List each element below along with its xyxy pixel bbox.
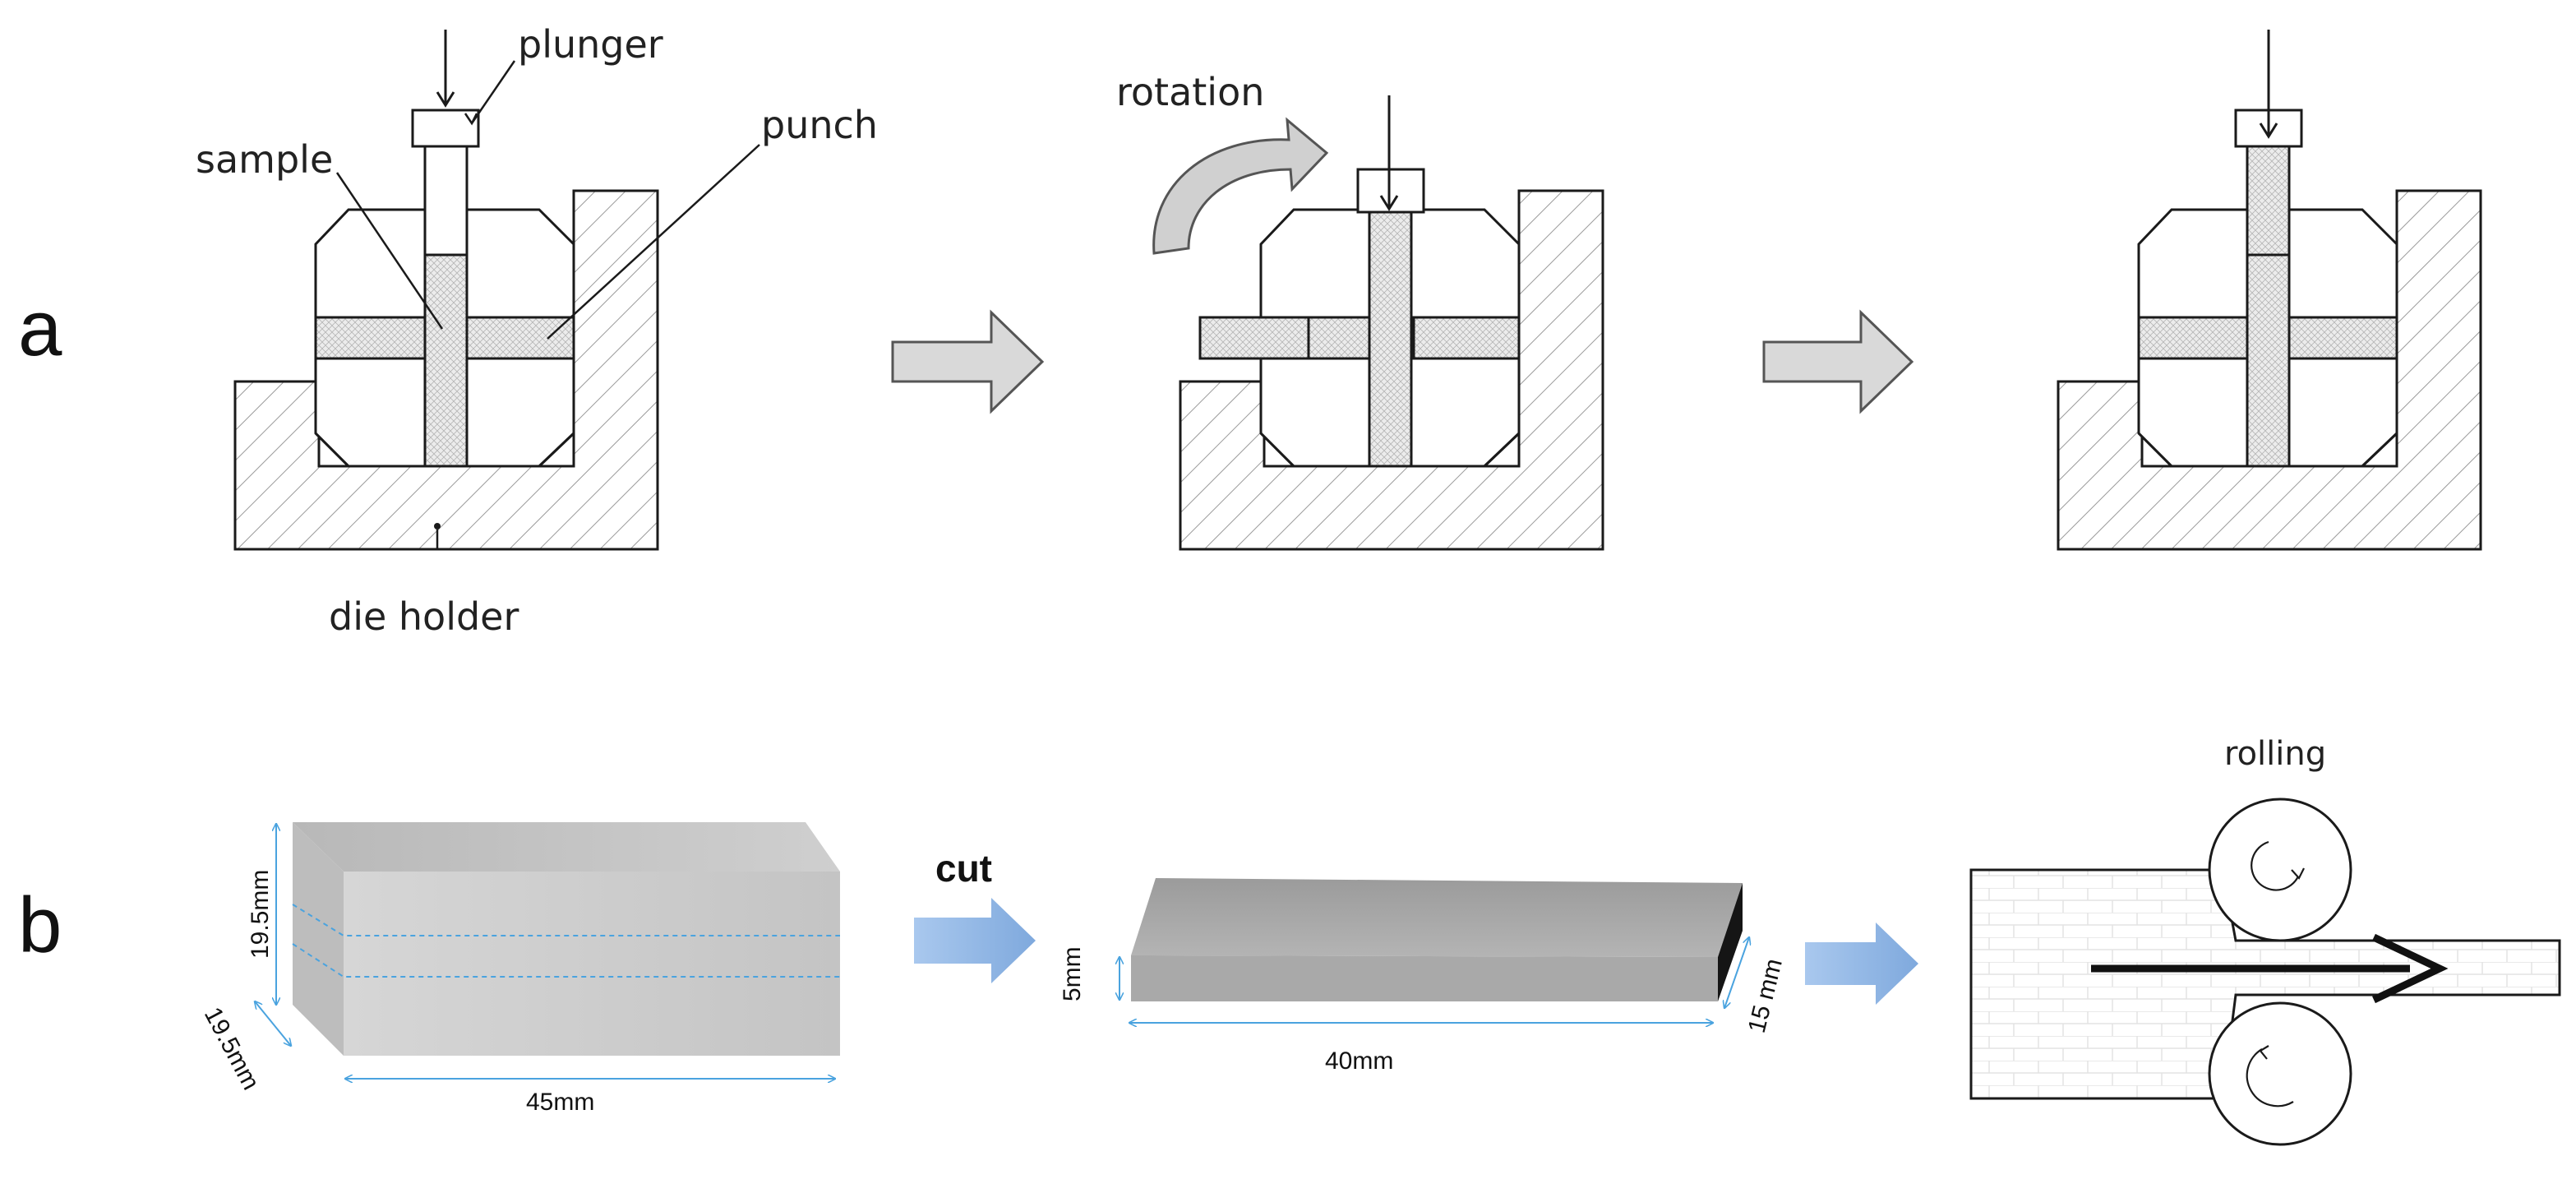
cut-plate bbox=[1131, 878, 1743, 1001]
sample-vertical bbox=[423, 253, 469, 468]
panel-letter-a: a bbox=[18, 284, 62, 372]
dim-length: 45mm bbox=[526, 1089, 594, 1116]
dim-plate-length: 40mm bbox=[1325, 1047, 1393, 1075]
plunger bbox=[411, 109, 480, 148]
sample-horizontal-extruded bbox=[1198, 316, 1310, 360]
ecap-stage-1 bbox=[233, 30, 659, 551]
right-arrow-icon bbox=[891, 309, 1045, 414]
punch-vertical bbox=[2246, 143, 2291, 257]
rolling-direction-arrow bbox=[2091, 933, 2449, 1004]
dim-plate-width: 15 mm bbox=[1743, 956, 1788, 1036]
right-arrow-icon bbox=[1762, 309, 1914, 414]
sample-vertical bbox=[2246, 253, 2291, 468]
right-arrow-icon bbox=[1805, 922, 1918, 1005]
stage-1-leaders bbox=[335, 60, 760, 549]
label-sample: sample bbox=[196, 137, 333, 182]
billet-dimension-lines bbox=[255, 824, 835, 1079]
curved-rotation-arrow-icon bbox=[1152, 117, 1329, 255]
ecap-stage-2 bbox=[1179, 95, 1604, 551]
rolling-schematic bbox=[1969, 798, 2561, 1146]
punch-horizontal bbox=[1412, 316, 1521, 360]
sample-vertical bbox=[1368, 208, 1413, 468]
label-rolling: rolling bbox=[2224, 735, 2326, 773]
plate-dimension-lines bbox=[1119, 937, 1749, 1023]
upper-roll bbox=[2208, 798, 2352, 942]
label-plunger: plunger bbox=[518, 22, 663, 67]
dim-height: 19.5mm bbox=[247, 870, 274, 959]
rotation-circle-icon bbox=[2251, 840, 2305, 891]
billet-block bbox=[292, 822, 840, 1056]
ecap-stage-3 bbox=[2057, 30, 2482, 551]
label-punch: punch bbox=[761, 103, 878, 147]
label-die-holder: die holder bbox=[329, 594, 519, 639]
dim-plate-thickness: 5mm bbox=[1059, 946, 1086, 1001]
right-arrow-icon bbox=[914, 898, 1036, 983]
rotation-circle-icon bbox=[2246, 1045, 2294, 1107]
lower-roll bbox=[2208, 1001, 2352, 1146]
panel-letter-b: b bbox=[18, 881, 62, 969]
dim-depth: 19.5mm bbox=[199, 1003, 265, 1094]
label-cut: cut bbox=[935, 847, 992, 890]
punch-vertical bbox=[423, 143, 469, 257]
label-rotation: rotation bbox=[1116, 70, 1264, 114]
